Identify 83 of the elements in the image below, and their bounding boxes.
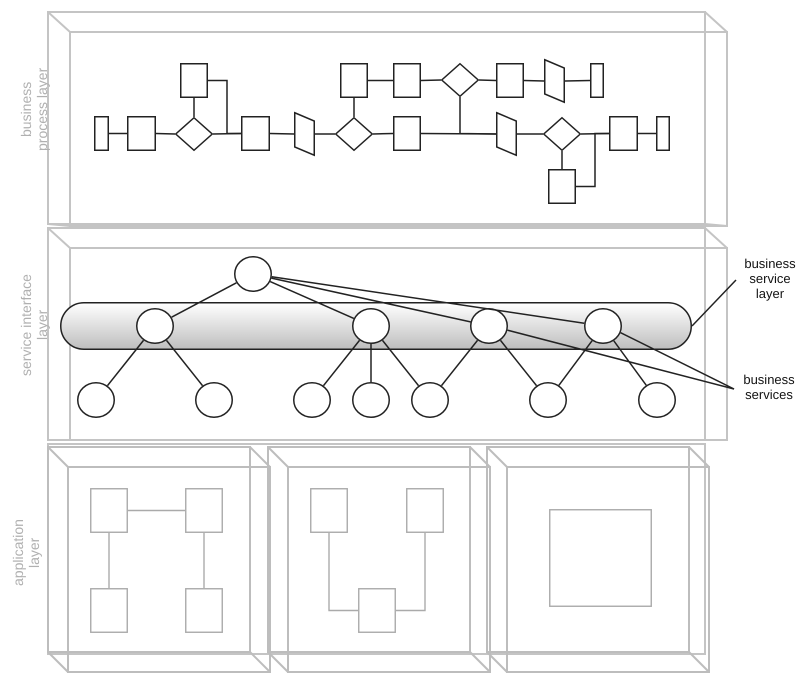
component-box — [406, 488, 444, 533]
service-circle — [470, 308, 508, 344]
leader-line — [507, 329, 734, 390]
service-circle — [136, 308, 174, 344]
service-circle — [411, 382, 449, 418]
connector-line — [613, 340, 647, 386]
leader-line — [620, 332, 734, 390]
connector-line — [272, 276, 584, 324]
process-box — [656, 116, 670, 151]
connector-line — [128, 510, 185, 512]
connector-line — [500, 340, 538, 386]
service-circle — [638, 382, 676, 418]
service-circle — [234, 256, 272, 292]
connector-line — [193, 98, 195, 117]
process-box — [548, 169, 576, 204]
connector-line — [208, 80, 241, 134]
connector-line — [315, 133, 335, 135]
component-box — [310, 488, 348, 533]
connector-line — [203, 533, 205, 588]
manual-step-shape — [294, 112, 315, 156]
connector-line — [171, 282, 237, 318]
connector-line — [328, 533, 358, 612]
process-box — [180, 63, 208, 98]
connector-line — [440, 340, 478, 386]
process-box — [496, 63, 524, 98]
service-circle — [529, 382, 567, 418]
service-circle — [77, 382, 115, 418]
connector-line — [564, 80, 590, 82]
manual-step-shape — [544, 59, 565, 103]
process-box — [609, 116, 638, 151]
connector-line — [109, 132, 127, 134]
process-box — [393, 116, 421, 151]
connector-line — [524, 80, 544, 82]
connector-line — [638, 132, 656, 134]
service-circle — [195, 382, 233, 418]
connector-line — [558, 340, 593, 386]
layer-label: application layer — [10, 518, 43, 588]
connector-line — [370, 344, 372, 382]
manual-step-shape — [496, 112, 517, 156]
process-box — [241, 116, 270, 151]
connector-line — [368, 80, 393, 82]
connector-line — [561, 151, 563, 169]
callout-label: business service layer — [736, 256, 804, 304]
connector-line — [576, 132, 609, 188]
service-circle — [352, 382, 390, 418]
service-layer-band — [60, 302, 692, 350]
decision-diamond — [175, 117, 213, 151]
process-box — [340, 63, 368, 98]
process-box — [94, 116, 109, 151]
layer-label: service interface layer — [18, 273, 51, 378]
process-box — [393, 63, 421, 98]
component-box — [185, 588, 223, 633]
connector-line — [517, 133, 543, 135]
component-box — [185, 488, 223, 533]
connector-line — [106, 340, 144, 386]
component-box — [90, 488, 128, 533]
service-circle — [293, 382, 331, 418]
connector-line — [166, 340, 204, 386]
connector-line — [271, 277, 471, 323]
decision-diamond — [543, 117, 581, 151]
decision-diamond — [441, 63, 479, 97]
connector-line — [270, 132, 294, 135]
connector-line — [396, 533, 426, 612]
layer-label: business process layer — [18, 66, 51, 153]
connector-line — [382, 340, 420, 386]
component-box — [549, 509, 652, 607]
service-circle — [352, 308, 390, 344]
component-box — [90, 588, 128, 633]
connector-line — [478, 79, 496, 82]
component-box — [358, 588, 396, 633]
process-box — [590, 63, 604, 98]
connector-line — [108, 533, 110, 588]
decision-diamond — [335, 117, 373, 151]
connector-line — [372, 132, 394, 135]
connector-line — [156, 132, 176, 135]
connector-line — [459, 97, 496, 135]
process-box — [127, 116, 156, 151]
connector-line — [420, 79, 442, 82]
service-circle — [584, 308, 622, 344]
connector-line — [353, 98, 355, 117]
connector-line — [270, 280, 354, 320]
callout-label: business services — [734, 372, 804, 406]
connector-line — [322, 340, 360, 386]
